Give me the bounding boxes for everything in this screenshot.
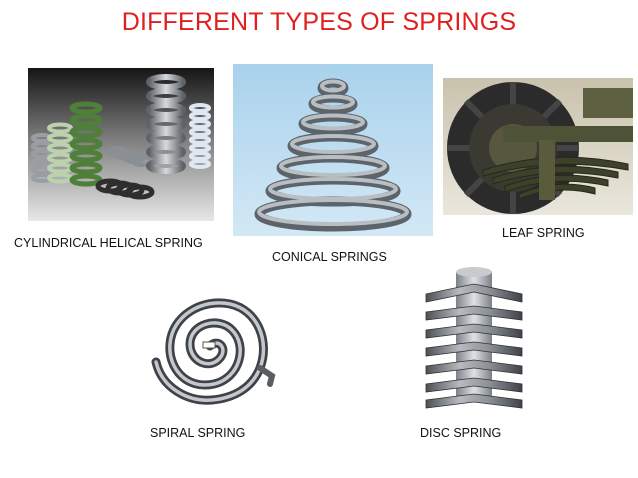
spiral-spring-image (148, 288, 278, 410)
caption-conical-springs: CONICAL SPRINGS (272, 250, 387, 264)
conical-spring-image (233, 64, 433, 236)
cylindrical-helical-spring-image (28, 68, 214, 221)
leaf-spring-image (443, 78, 633, 215)
caption-leaf-spring: LEAF SPRING (502, 226, 585, 240)
disc-spring-image (420, 262, 528, 414)
slide-title: DIFFERENT TYPES OF SPRINGS (121, 8, 517, 36)
caption-cylindrical-helical-spring: CYLINDRICAL HELICAL SPRING (14, 236, 203, 250)
caption-disc-spring: DISC SPRING (420, 426, 502, 440)
caption-spiral-spring: SPIRAL SPRING (150, 426, 246, 440)
